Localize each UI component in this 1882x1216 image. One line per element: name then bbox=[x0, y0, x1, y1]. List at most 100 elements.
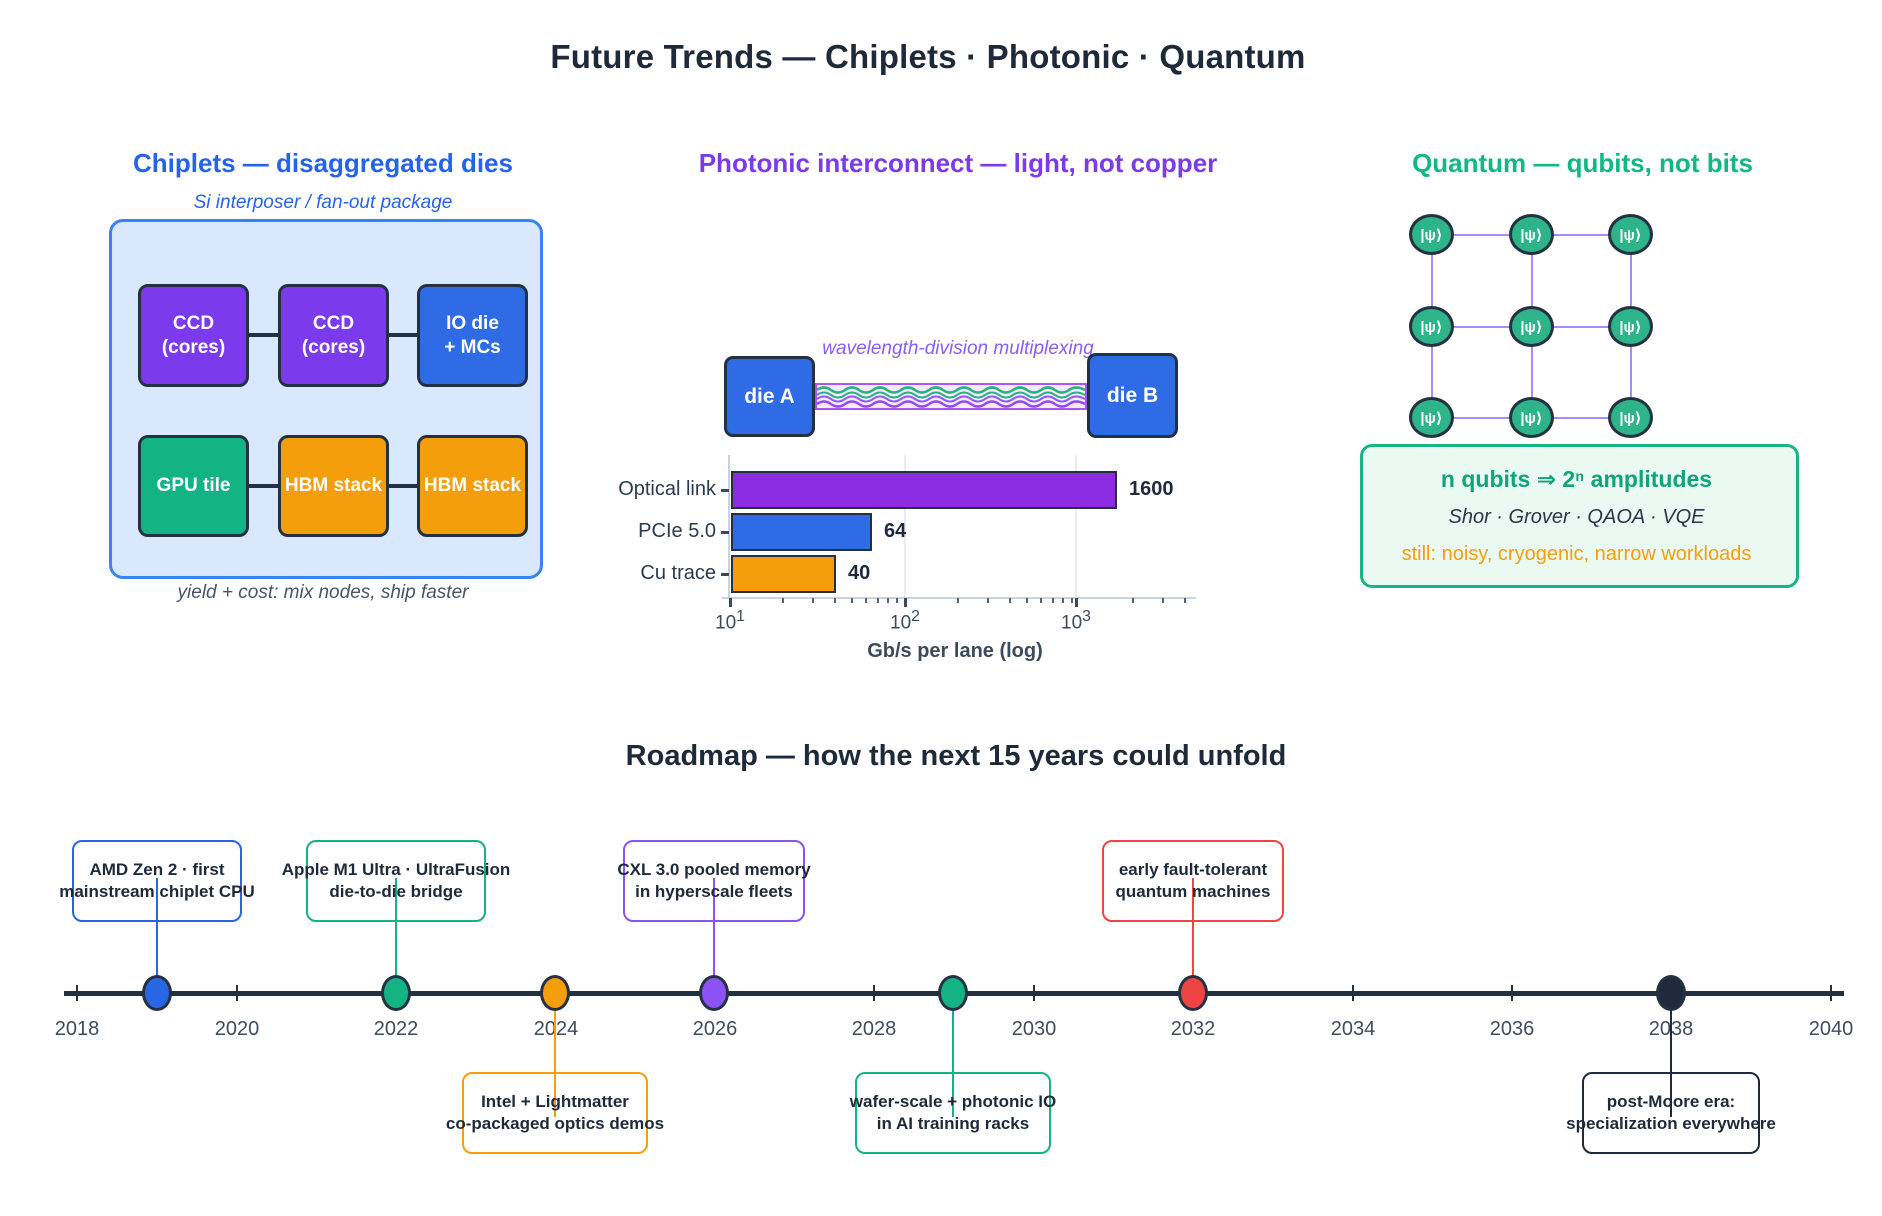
event-leader bbox=[553, 993, 557, 1117]
x-tick-minor bbox=[865, 598, 868, 603]
x-tick-minor bbox=[1062, 598, 1065, 603]
chip-label: CCD bbox=[312, 312, 355, 334]
event-leader bbox=[712, 878, 716, 993]
bar-pcie bbox=[731, 513, 872, 551]
qubit: |ψ⟩ bbox=[1509, 397, 1554, 438]
x-tick-minor bbox=[834, 598, 837, 603]
bar-value-label: 1600 bbox=[1129, 478, 1174, 500]
year-label: 2040 bbox=[1808, 1018, 1854, 1040]
chip-connector bbox=[387, 484, 418, 488]
chip-ccd-2: CCD (cores) bbox=[278, 284, 389, 387]
year-label: 2032 bbox=[1170, 1018, 1216, 1040]
die-a-box: die A bbox=[724, 356, 815, 437]
event-copackaged-optics: Intel + Lightmatter co-packaged optics d… bbox=[446, 1072, 664, 1154]
timeline-tick bbox=[235, 985, 239, 1001]
x-tick-minor bbox=[887, 598, 890, 603]
qubit: |ψ⟩ bbox=[1409, 397, 1454, 438]
event-leader bbox=[394, 878, 398, 993]
year-label: 2030 bbox=[1011, 1018, 1057, 1040]
chip-label: HBM stack bbox=[284, 475, 383, 496]
year-label: 2034 bbox=[1330, 1018, 1376, 1040]
x-tick-minor bbox=[987, 598, 990, 603]
event-dot-2032 bbox=[1178, 975, 1208, 1011]
bar-value-label: 40 bbox=[848, 562, 871, 584]
x-tick-minor bbox=[812, 598, 815, 603]
timeline-tick bbox=[1510, 985, 1514, 1001]
chip-label: (cores) bbox=[301, 336, 366, 358]
quantum-caveat: still: noisy, cryogenic, narrow workload… bbox=[1401, 543, 1752, 565]
timeline-tick bbox=[1032, 985, 1036, 1001]
year-label: 2022 bbox=[373, 1018, 419, 1040]
qubit: |ψ⟩ bbox=[1409, 214, 1454, 255]
chip-connector bbox=[387, 333, 418, 337]
quantum-headline: n qubits ⇒ 2ⁿ amplitudes bbox=[1440, 466, 1713, 492]
x-tick-minor bbox=[1040, 598, 1043, 603]
die-a-label: die A bbox=[744, 384, 795, 408]
x-tick-label: 103 bbox=[1061, 608, 1091, 634]
y-tick bbox=[721, 489, 729, 492]
year-label: 2026 bbox=[692, 1018, 738, 1040]
bar-optical-link bbox=[731, 471, 1117, 509]
event-dot-2026 bbox=[699, 975, 729, 1011]
die-b-label: die B bbox=[1106, 383, 1159, 407]
y-tick bbox=[721, 573, 729, 576]
event-dot-2038 bbox=[1656, 975, 1686, 1011]
x-tick-minor bbox=[1009, 598, 1012, 603]
qubit: |ψ⟩ bbox=[1509, 214, 1554, 255]
x-tick-minor bbox=[1070, 598, 1073, 603]
chiplets-panel-title: Chiplets — disaggregated dies bbox=[133, 148, 513, 178]
year-label: 2036 bbox=[1489, 1018, 1535, 1040]
quantum-info-box bbox=[1360, 444, 1799, 588]
event-dot-2024 bbox=[540, 975, 570, 1011]
bar-cu-trace bbox=[731, 555, 836, 593]
event-leader bbox=[1191, 878, 1195, 993]
chip-label: (cores) bbox=[161, 336, 226, 358]
event-m1-ultra: Apple M1 Ultra · UltraFusion die-to-die … bbox=[282, 840, 510, 922]
x-axis-spine bbox=[722, 597, 1196, 599]
chip-gpu-tile: GPU tile bbox=[138, 435, 249, 537]
event-dot-2029 bbox=[938, 975, 968, 1011]
qubit: |ψ⟩ bbox=[1409, 306, 1454, 347]
wdm-label: wavelength-division multiplexing bbox=[822, 338, 1094, 359]
bar-category-label: Cu trace bbox=[640, 562, 716, 584]
event-leader bbox=[951, 993, 955, 1117]
event-leader bbox=[155, 878, 159, 993]
x-tick-major bbox=[1075, 598, 1078, 607]
qubit: |ψ⟩ bbox=[1608, 397, 1653, 438]
x-tick-minor bbox=[1051, 598, 1054, 603]
chip-label: + MCs bbox=[444, 336, 501, 358]
die-b-box: die B bbox=[1087, 353, 1178, 438]
event-leader bbox=[1669, 993, 1673, 1117]
qubit: |ψ⟩ bbox=[1509, 306, 1554, 347]
year-label: 2028 bbox=[851, 1018, 897, 1040]
optical-waveguide bbox=[815, 383, 1087, 410]
x-tick-minor bbox=[1131, 598, 1134, 603]
x-tick-minor bbox=[895, 598, 898, 603]
chip-hbm-2: HBM stack bbox=[417, 435, 528, 537]
x-tick-major bbox=[904, 598, 907, 607]
qubit: |ψ⟩ bbox=[1608, 306, 1653, 347]
wdm-waves-graphic bbox=[816, 386, 1086, 408]
chip-label: CCD bbox=[172, 312, 215, 334]
bar-category-label: PCIe 5.0 bbox=[638, 520, 716, 542]
chiplets-subtitle: Si interposer / fan-out package bbox=[193, 192, 453, 213]
year-label: 2020 bbox=[214, 1018, 260, 1040]
timeline-tick bbox=[75, 985, 79, 1001]
x-tick-label: 102 bbox=[890, 608, 920, 634]
chiplets-caption: yield + cost: mix nodes, ship faster bbox=[177, 582, 469, 603]
x-tick-minor bbox=[781, 598, 784, 603]
event-cxl3: CXL 3.0 pooled memory in hyperscale flee… bbox=[617, 840, 811, 922]
chip-io-die: IO die + MCs bbox=[417, 284, 528, 387]
timeline-tick bbox=[1829, 985, 1833, 1001]
year-label: 2018 bbox=[54, 1018, 100, 1040]
x-tick-minor bbox=[1162, 598, 1165, 603]
chip-label: HBM stack bbox=[423, 475, 522, 496]
chip-label: GPU tile bbox=[156, 475, 231, 496]
y-tick bbox=[721, 531, 729, 534]
quantum-algorithms: Shor · Grover · QAOA · VQE bbox=[1448, 506, 1705, 528]
timeline-tick bbox=[872, 985, 876, 1001]
qubit: |ψ⟩ bbox=[1608, 214, 1653, 255]
y-axis-spine bbox=[728, 455, 730, 598]
bar-value-label: 64 bbox=[884, 520, 907, 542]
